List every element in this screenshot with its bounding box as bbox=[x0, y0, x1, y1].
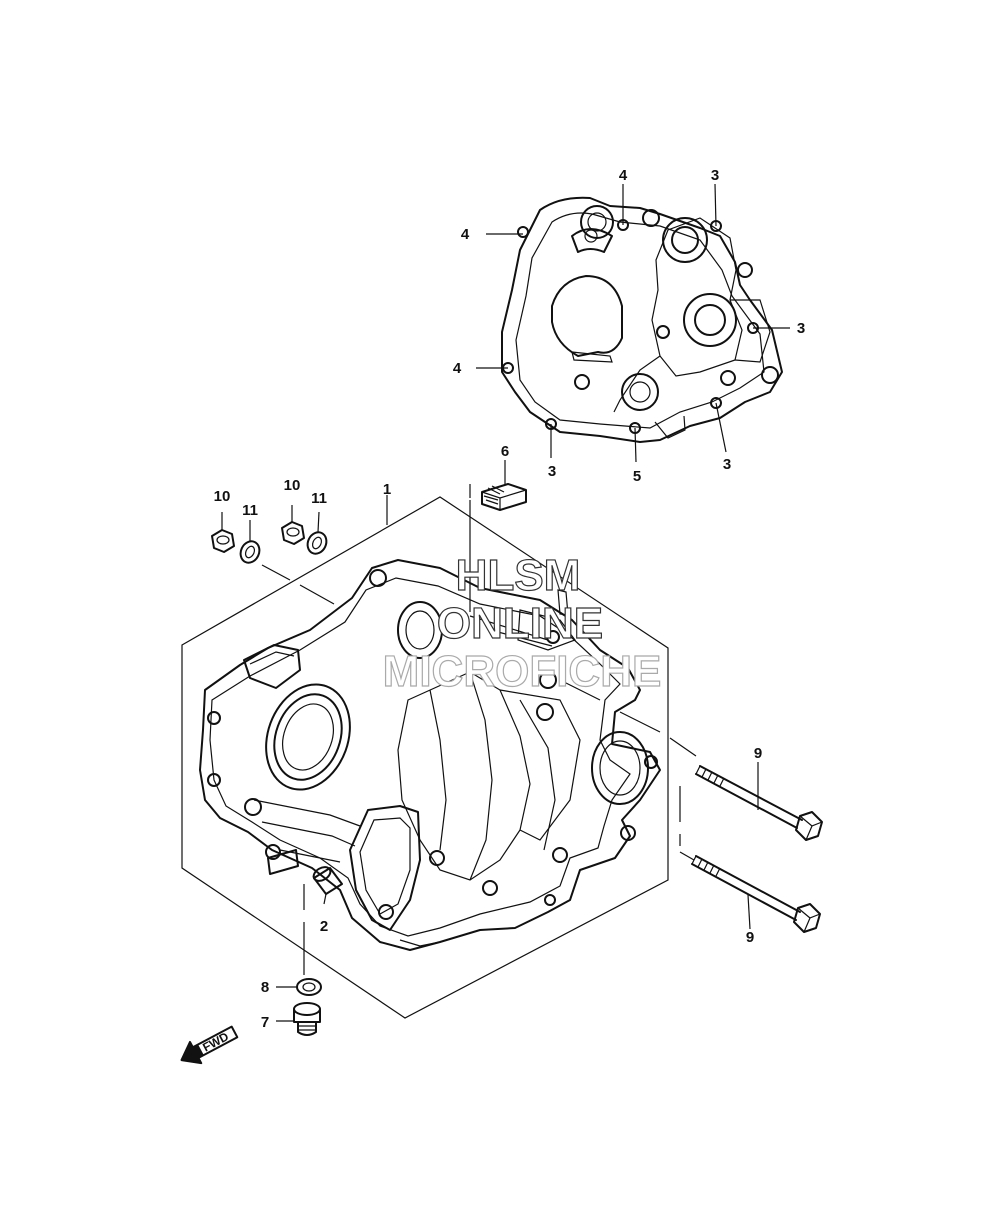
callout-8: 8 bbox=[261, 979, 269, 996]
bolt-upper bbox=[695, 765, 823, 841]
callout-7: 7 bbox=[261, 1014, 269, 1031]
callout-2: 2 bbox=[320, 918, 328, 935]
washer-right bbox=[306, 531, 328, 555]
callout-4-left-lower: 4 bbox=[453, 360, 462, 377]
callout-3-bottom-right: 3 bbox=[723, 456, 731, 473]
callout-10-left: 10 bbox=[214, 488, 231, 505]
dowel-pin bbox=[312, 866, 343, 895]
callout-11-right: 11 bbox=[311, 490, 327, 507]
fwd-label: FWD bbox=[200, 1029, 231, 1054]
damper-rubber bbox=[481, 483, 527, 511]
callout-11-left: 11 bbox=[242, 502, 258, 519]
callout-1: 1 bbox=[383, 481, 391, 498]
callout-9-lower: 9 bbox=[746, 929, 754, 946]
callout-4-top: 4 bbox=[619, 167, 628, 184]
explosion-box bbox=[181, 496, 669, 1019]
watermark-line-3: MICROFICHE bbox=[383, 647, 662, 696]
watermark-line-1: HLSM bbox=[456, 551, 581, 600]
washer-left bbox=[239, 540, 261, 564]
callout-labels: 4 3 4 3 4 3 5 3 6 1 10 11 10 11 9 9 2 8 … bbox=[214, 167, 806, 1031]
flange-nut-right bbox=[281, 521, 305, 545]
leader-lines bbox=[221, 183, 790, 1022]
callout-5: 5 bbox=[633, 468, 641, 485]
callout-4-left-upper: 4 bbox=[461, 226, 470, 243]
callout-3-top: 3 bbox=[711, 167, 719, 184]
callout-3-bottom-left: 3 bbox=[548, 463, 556, 480]
callout-6: 6 bbox=[501, 443, 509, 460]
watermark-line-2: ONLINE bbox=[437, 599, 603, 648]
drain-gasket bbox=[296, 978, 322, 996]
callout-3-right: 3 bbox=[797, 320, 805, 337]
fwd-arrow: FWD bbox=[180, 1025, 239, 1065]
bolt-lower bbox=[691, 855, 821, 933]
callout-9-upper: 9 bbox=[754, 745, 762, 762]
callout-10-right: 10 bbox=[284, 477, 301, 494]
watermark: HLSM ONLINE MICROFICHE bbox=[382, 550, 662, 696]
drain-plug bbox=[293, 1002, 321, 1036]
flange-nut-left bbox=[211, 529, 235, 553]
left-crankcase-half bbox=[199, 559, 661, 951]
right-crankcase-half bbox=[501, 196, 783, 443]
